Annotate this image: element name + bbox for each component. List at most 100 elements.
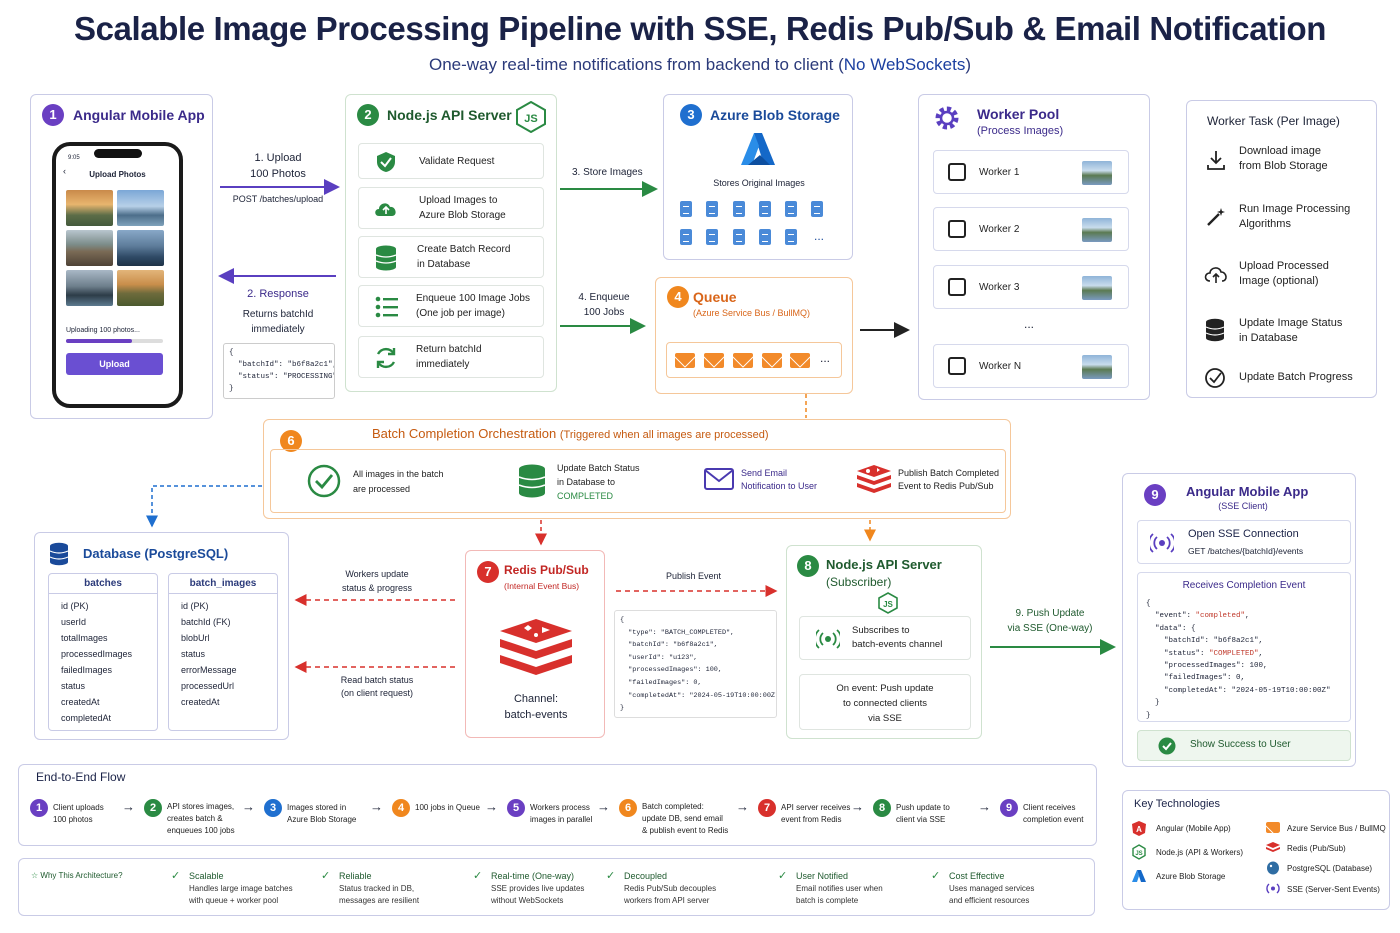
orch-step: All images in the batch are processed	[353, 469, 444, 494]
sse-client-sub: (SSE Client)	[1218, 501, 1268, 511]
subscriber-sub: (Subscriber)	[826, 575, 892, 589]
task-step: Download image from Blob Storage	[1239, 145, 1328, 172]
open-sse-endpoint: GET /batches/{batchId}/events	[1188, 546, 1304, 556]
message-icon	[733, 353, 753, 368]
flow-step-badge: 3	[264, 799, 282, 817]
subscribe-box: Subscribes to batch-events channel	[799, 616, 971, 660]
json-line: "data": {	[1146, 624, 1196, 633]
worker-pool-sub: (Process Images)	[977, 125, 1064, 137]
check-icon: ✓	[171, 870, 181, 882]
check-icon: ✓	[321, 870, 331, 882]
broadcast-icon	[1150, 533, 1174, 553]
subscriber-title: Node.js API Server	[826, 557, 942, 572]
redis-icon	[1266, 842, 1280, 852]
step-validate: Validate Request	[358, 143, 544, 179]
photo-thumb[interactable]	[66, 230, 113, 266]
receives-event-title: Receives Completion Event	[1182, 580, 1306, 591]
photo-thumb[interactable]	[117, 230, 164, 266]
column-name: userId	[61, 617, 87, 627]
file-icon	[759, 201, 771, 217]
flow-step-badge: 5	[507, 799, 525, 817]
worker-label: Worker 1	[979, 167, 1020, 178]
subtitle-end: )	[965, 55, 972, 74]
key-tech-item: SSE (Server-Sent Events)	[1287, 885, 1380, 894]
task-step: Update Image Status in Database	[1239, 317, 1343, 344]
nodejs-icon: JS	[516, 101, 546, 133]
step-badge: 9	[1144, 484, 1166, 506]
json-line: {	[1146, 600, 1151, 608]
check-circle-icon	[307, 464, 341, 498]
queue-card: 4 Queue (Azure Service Bus / BullMQ) ...	[655, 277, 853, 394]
task-step: Update Batch Progress	[1239, 371, 1353, 383]
why-text: Redis Pub/Sub decouples workers from API…	[624, 884, 717, 905]
photo-thumb[interactable]	[117, 190, 164, 226]
flow-arrow-icon: →	[851, 799, 864, 814]
angular-app-title: Angular Mobile App	[73, 107, 205, 123]
open-sse-box[interactable]: Open SSE Connection GET /batches/{batchI…	[1137, 520, 1351, 564]
cpu-chip-icon	[948, 220, 966, 238]
success-text: Show Success to User	[1190, 739, 1291, 750]
file-icon	[733, 201, 745, 217]
image-thumb-icon	[1082, 218, 1112, 242]
step-badge: 2	[357, 104, 379, 126]
more-workers: ...	[1024, 317, 1035, 331]
step-enqueue: Enqueue 100 Image Jobs (One job per imag…	[358, 285, 544, 327]
sse-client-card: 9 Angular Mobile App (SSE Client) Open S…	[1122, 473, 1356, 767]
file-icon	[785, 229, 797, 245]
subscriber-card: 8 Node.js API Server (Subscriber) JS Sub…	[786, 545, 982, 739]
column-name: id (PK)	[61, 601, 89, 611]
magic-wand-icon	[1207, 208, 1225, 226]
success-box[interactable]: Show Success to User	[1137, 730, 1351, 761]
worker-task-title: Worker Task (Per Image)	[1207, 114, 1340, 128]
sse-event-json: { "event": "completed", "data": { "batch…	[1146, 600, 1331, 720]
photo-thumb[interactable]	[66, 270, 113, 306]
task-step: Upload Processed Image (optional)	[1239, 260, 1329, 287]
column-name: errorMessage	[181, 665, 237, 675]
broadcast-icon	[1266, 883, 1280, 894]
json-line: "completedAt": "2024-05-19T10:00:00Z"	[1146, 686, 1331, 695]
flow-title: End-to-End Flow	[36, 770, 126, 784]
why-heading: Decoupled	[624, 871, 668, 881]
angular-app-card: 1 Angular Mobile App 9:05 ‹ Upload Photo…	[30, 94, 213, 419]
message-icon	[675, 353, 695, 368]
json-key: "status":	[1146, 649, 1210, 658]
blob-storage-sub: Stores Original Images	[713, 178, 805, 188]
database-card: Database (PostgreSQL) batches id (PK)use…	[34, 532, 289, 740]
phone-frame: 9:05 ‹ Upload Photos Uploading 100 photo…	[52, 142, 183, 408]
message-icon	[704, 353, 724, 368]
photo-thumb[interactable]	[66, 190, 113, 226]
file-icon	[733, 229, 745, 245]
file-icon	[706, 201, 718, 217]
database-title: Database (PostgreSQL)	[83, 546, 229, 561]
key-tech-item: Azure Service Bus / BullMQ	[1287, 824, 1386, 833]
upload-button[interactable]: Upload	[66, 353, 163, 375]
list-icon	[375, 296, 398, 318]
svg-text:JS: JS	[1135, 851, 1142, 857]
queue-title: Queue	[693, 289, 737, 305]
orchestration-title: Batch Completion Orchestration (Triggere…	[372, 426, 769, 441]
nodejs-icon: JS	[878, 592, 898, 614]
worker-row: Worker 1	[933, 150, 1129, 194]
angular-icon: A	[1132, 821, 1146, 836]
check-icon: ✓	[473, 870, 483, 882]
check-icon: ✓	[931, 870, 941, 882]
page-title: Scalable Image Processing Pipeline with …	[73, 10, 1327, 47]
mail-icon	[704, 468, 734, 490]
column-name: createdAt	[61, 697, 100, 707]
enqueue-label: 4. Enqueue 100 Jobs	[578, 292, 630, 318]
azure-icon	[741, 133, 775, 165]
why-heading: Cost Effective	[949, 871, 1005, 881]
database-icon	[1205, 318, 1225, 342]
store-images-label: 3. Store Images	[572, 167, 643, 178]
worker-label: Worker 3	[979, 282, 1020, 293]
why-text: SSE provides live updates without WebSoc…	[491, 884, 585, 905]
json-line: }	[1146, 699, 1160, 708]
step-badge: 4	[667, 286, 689, 308]
star-icon: ☆	[31, 871, 39, 880]
flow-step-text: Images stored in Azure Blob Storage	[287, 803, 357, 824]
back-icon[interactable]: ‹	[63, 166, 66, 176]
photo-thumb[interactable]	[117, 270, 164, 306]
mail-icon	[1266, 822, 1280, 833]
response-arrow-sub: Returns batchId immediately	[242, 309, 314, 335]
message-icon	[762, 353, 782, 368]
